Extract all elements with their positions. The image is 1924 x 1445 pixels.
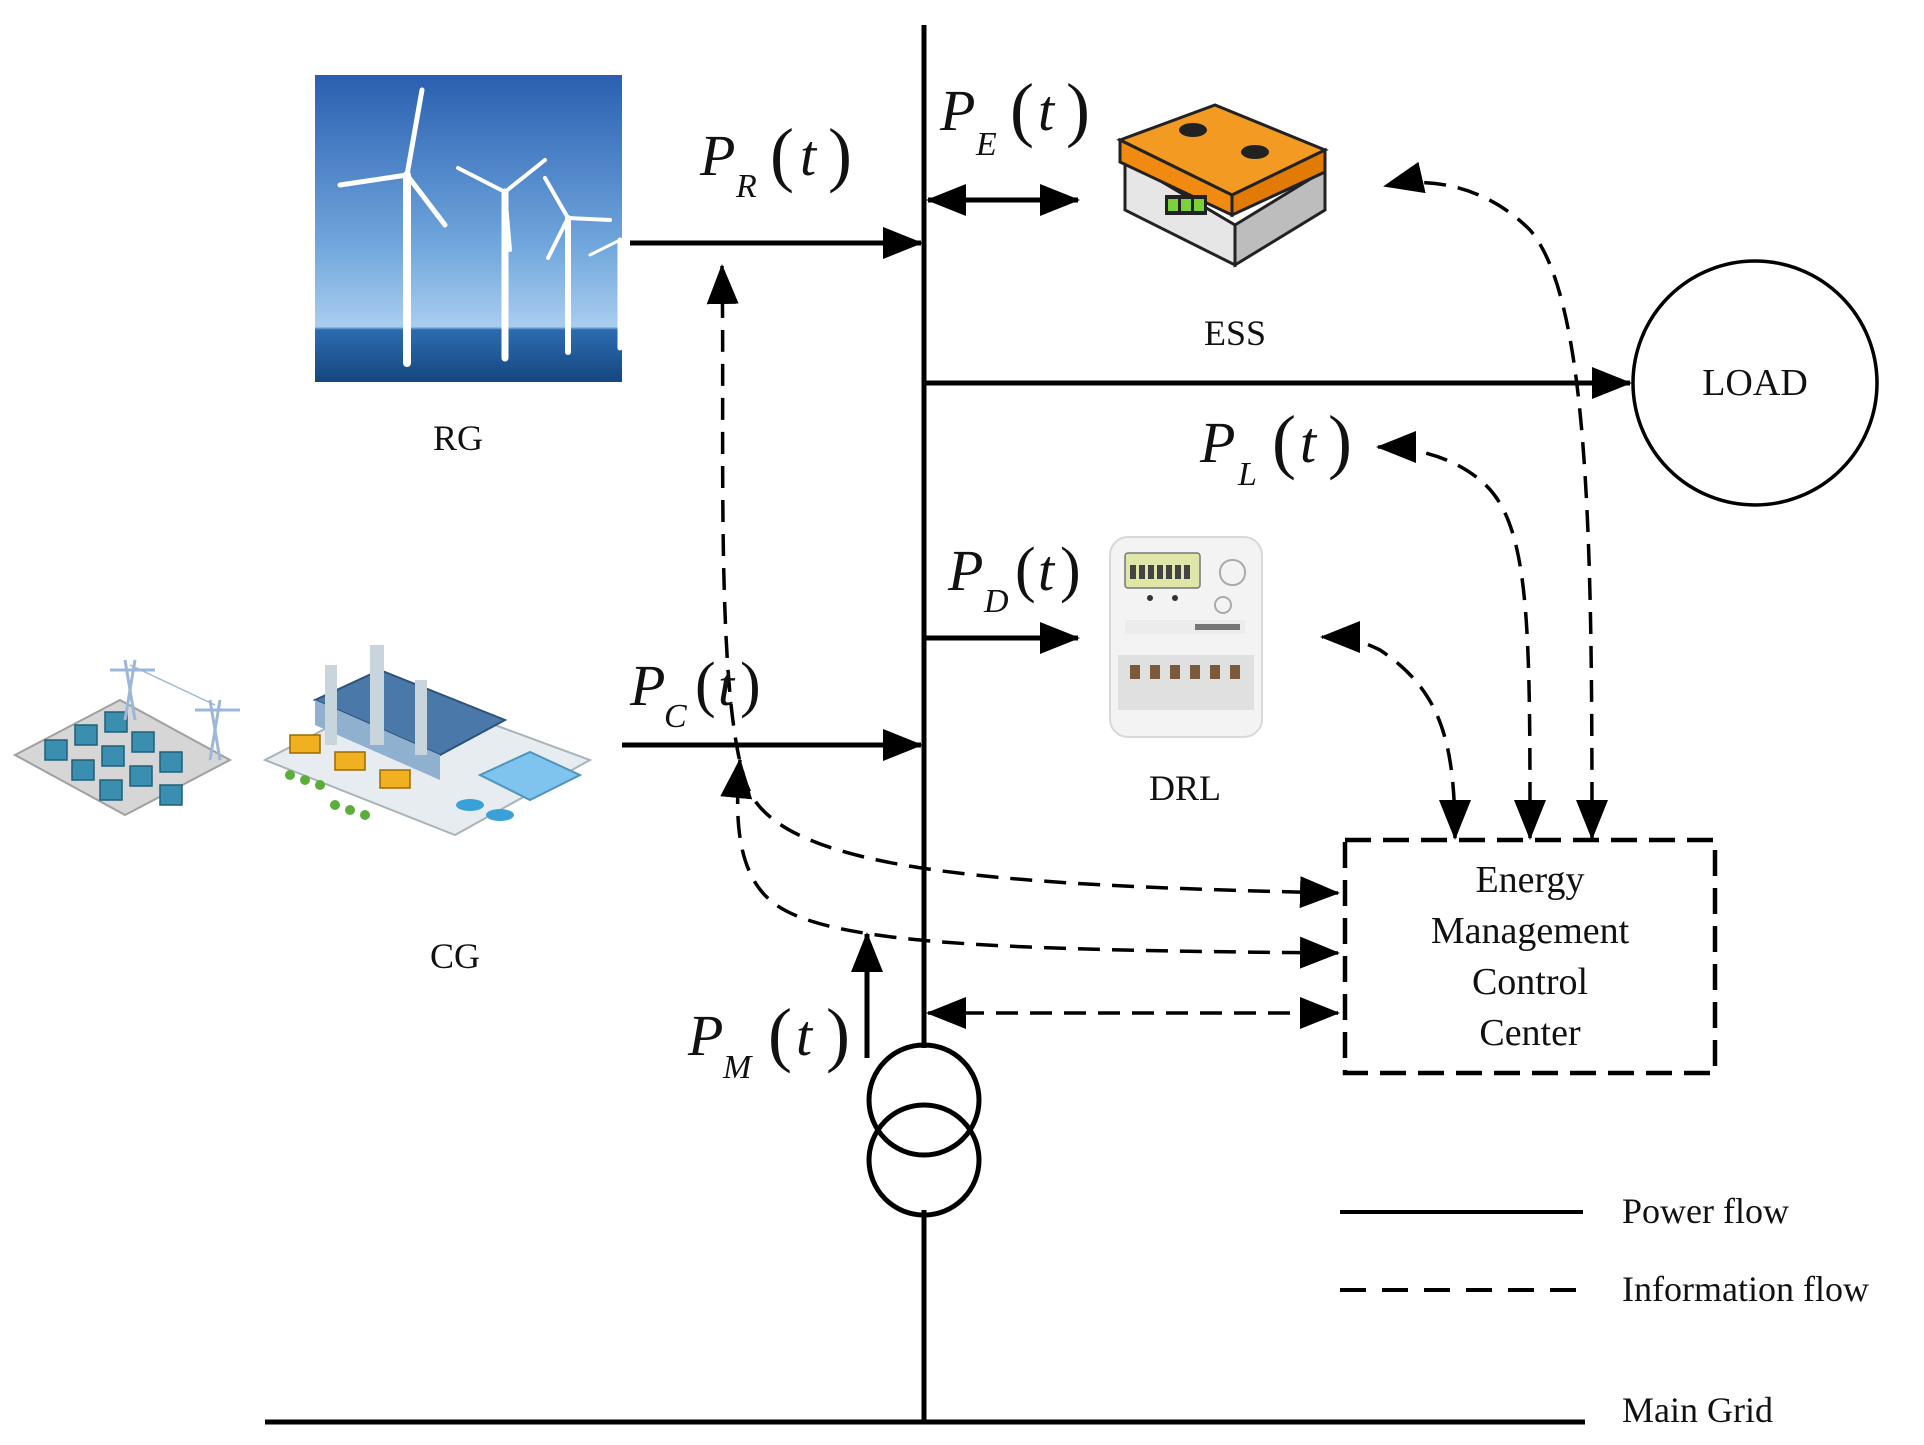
svg-text:t: t <box>1300 410 1318 475</box>
svg-text:): ) <box>1066 69 1090 149</box>
info-link-drl <box>1320 621 1471 840</box>
svg-text:(: ( <box>1015 536 1036 604</box>
legend-info-label: Information flow <box>1622 1269 1869 1309</box>
svg-text:P: P <box>947 538 983 603</box>
svg-text:M: M <box>722 1049 753 1086</box>
power-plant-icon <box>12 645 593 837</box>
svg-text:E: E <box>975 126 997 163</box>
svg-text:(: ( <box>695 651 716 719</box>
info-link-ess <box>1383 161 1608 840</box>
svg-text:(: ( <box>1010 69 1034 149</box>
svg-text:): ) <box>828 114 852 194</box>
ess-label: ESS <box>1204 313 1266 353</box>
svg-text:t: t <box>800 123 818 188</box>
cg-label: CG <box>430 936 480 976</box>
svg-text:): ) <box>1060 536 1081 604</box>
legend-main-grid-label: Main Grid <box>1622 1390 1773 1430</box>
svg-text:P: P <box>699 123 735 188</box>
svg-text:(: ( <box>1272 401 1296 481</box>
flow-label-pr: P R ( t ) <box>699 114 852 205</box>
legend-power-label: Power flow <box>1622 1191 1789 1231</box>
svg-text:P: P <box>1199 410 1235 475</box>
legend: Power flow Information flow Main Grid <box>1340 1191 1869 1430</box>
flow-label-pl: P L ( t ) <box>1199 401 1352 493</box>
svg-text:t: t <box>718 653 736 718</box>
svg-text:t: t <box>1038 78 1056 143</box>
rg-label: RG <box>433 418 483 458</box>
smart-meter-icon <box>1109 536 1263 738</box>
info-link-cg <box>720 758 1340 969</box>
flow-label-pe: P E ( t ) <box>939 69 1090 163</box>
load-label: LOAD <box>1702 362 1808 404</box>
svg-text:(: ( <box>770 114 794 194</box>
flow-label-pm: P M ( t ) <box>687 994 850 1086</box>
drl-label: DRL <box>1149 768 1221 808</box>
flow-label-pd: P D ( t ) <box>947 536 1081 620</box>
svg-text:): ) <box>740 651 761 719</box>
svg-text:R: R <box>735 168 757 205</box>
control-center-line3: Control <box>1472 961 1588 1003</box>
info-link-load <box>1376 431 1546 840</box>
transformer-icon <box>866 1042 982 1218</box>
svg-text:): ) <box>826 994 850 1074</box>
control-center-line2: Management <box>1431 910 1630 952</box>
svg-text:P: P <box>629 653 665 718</box>
svg-text:P: P <box>687 1003 723 1068</box>
svg-text:): ) <box>1328 401 1352 481</box>
svg-text:L: L <box>1237 456 1257 493</box>
control-center-line4: Center <box>1479 1012 1581 1054</box>
control-center-line1: Energy <box>1475 859 1584 901</box>
battery-icon <box>1116 103 1329 268</box>
control-center-box <box>1342 837 1718 1076</box>
svg-text:t: t <box>796 1003 814 1068</box>
flow-label-pc: P C ( t ) <box>629 651 761 735</box>
svg-text:t: t <box>1038 538 1056 603</box>
svg-text:P: P <box>939 78 975 143</box>
svg-text:D: D <box>983 583 1009 620</box>
wind-turbines-icon <box>315 75 623 382</box>
load-circle <box>1631 259 1879 507</box>
svg-text:C: C <box>664 698 687 735</box>
svg-text:(: ( <box>768 994 792 1074</box>
